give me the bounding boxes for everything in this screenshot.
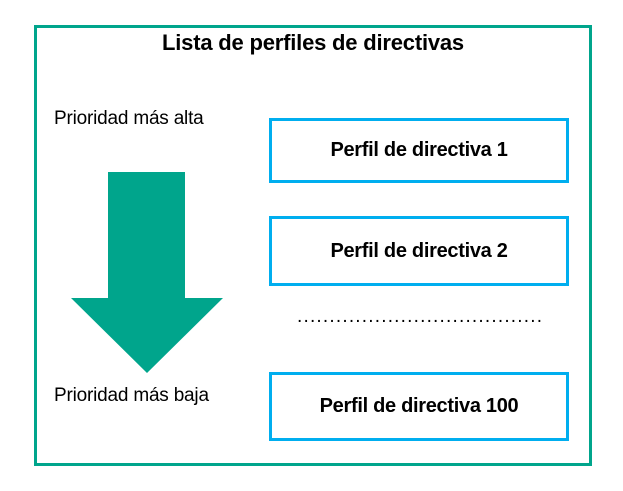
diagram-outer-frame xyxy=(34,25,592,466)
policy-profile-box[interactable]: Perfil de directiva 2 xyxy=(269,216,569,286)
down-arrow-icon xyxy=(68,172,228,376)
policy-profile-label: Perfil de directiva 100 xyxy=(319,395,519,417)
lowest-priority-label: Prioridad más baja xyxy=(54,385,209,406)
highest-priority-label: Prioridad más alta xyxy=(54,108,204,129)
policy-profile-box[interactable]: Perfil de directiva 1 xyxy=(269,118,569,183)
ellipsis-separator: ........................................… xyxy=(297,306,541,327)
page-title: Lista de perfiles de directivas xyxy=(162,30,464,55)
policy-profile-label: Perfil de directiva 2 xyxy=(330,239,508,262)
policy-profile-label: Perfil de directiva 1 xyxy=(330,139,508,161)
policy-profile-box[interactable]: Perfil de directiva 100 xyxy=(269,372,569,441)
